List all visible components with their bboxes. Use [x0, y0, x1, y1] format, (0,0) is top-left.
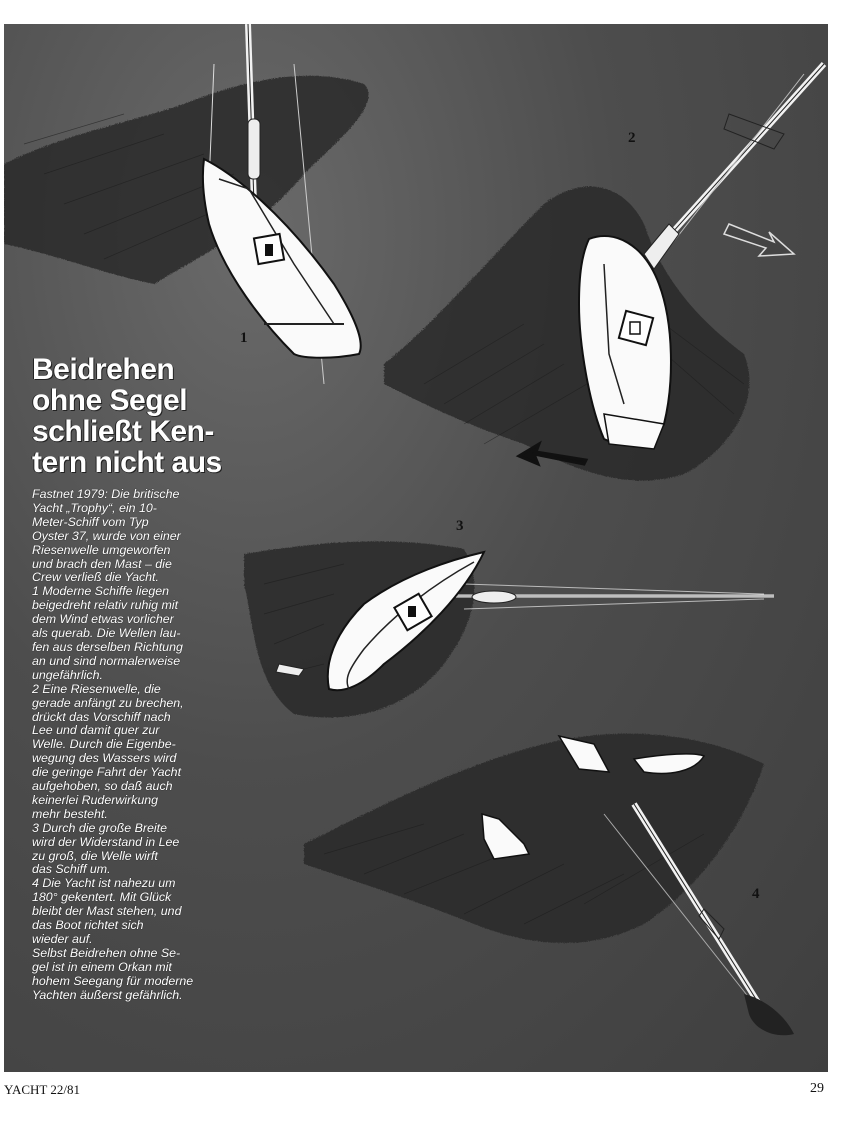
boat-2 — [515, 61, 827, 467]
illustration-panel: Beidrehen ohne Segel schließt Ken- tern … — [4, 24, 828, 1072]
headline-line: tern nicht aus — [32, 446, 222, 479]
body-line: dem Wind etwas vorlicher — [32, 612, 174, 627]
body-line: als querab. Die Wellen lau- — [32, 626, 181, 641]
body-line: 3 Durch die große Breite — [32, 820, 167, 835]
body-line: Lee und damit quer zur — [32, 723, 160, 738]
magazine-issue: YACHT 22/81 — [4, 1082, 80, 1097]
sailing-illustration — [4, 24, 827, 1036]
body-line: bleibt der Mast stehen, und — [32, 904, 182, 919]
body-line: wegung des Wassers wird — [32, 751, 177, 766]
body-line: wieder auf. — [32, 932, 93, 946]
body-line: fen aus derselben Richtung — [32, 639, 183, 654]
sea-hatching — [23, 113, 745, 925]
body-line: Meter-Schiff vom Typ — [32, 514, 149, 529]
body-line: gerade anfängt zu brechen, — [32, 695, 184, 710]
body-line: zu groß, die Welle wirft — [32, 848, 158, 863]
body-line: das Boot richtet sich — [32, 918, 144, 933]
figure-label-3: 3 — [456, 518, 464, 534]
body-line: das Schiff um. — [32, 862, 111, 877]
body-line: Yacht „Trophy“, ein 10- — [32, 500, 157, 515]
body-line: Selbst Beidrehen ohne Se- — [32, 945, 181, 960]
body-line: an und sind normalerweise — [32, 653, 181, 668]
body-line: Riesenwelle umgeworfen — [32, 542, 171, 557]
body-line: ungefährlich. — [32, 667, 103, 682]
body-line: und brach den Mast – die — [32, 556, 172, 571]
body-line: aufgehoben, so daß auch — [32, 779, 173, 794]
boat-3 — [275, 550, 774, 692]
body-line: Oyster 37, wurde von einer — [32, 528, 181, 543]
boat-4 — [481, 734, 794, 1036]
body-line: gel ist in einem Orkan mit — [32, 959, 172, 974]
body-line: die geringe Fahrt der Yacht — [32, 765, 182, 780]
body-line: keinerlei Ruderwirkung — [32, 792, 159, 807]
body-line: mehr besteht. — [32, 806, 108, 821]
body-line: Crew verließ die Yacht. — [32, 570, 159, 585]
body-line: Fastnet 1979: Die britische — [32, 487, 180, 501]
body-line: beigedreht relativ ruhig mit — [32, 598, 179, 613]
boat-1 — [201, 24, 362, 385]
body-line: 2 Eine Riesenwelle, die — [32, 681, 161, 696]
body-line: hohem Seegang für moderne — [32, 973, 194, 988]
figure-label-1: 1 — [240, 330, 248, 346]
body-line: 1 Moderne Schiffe liegen — [32, 584, 170, 599]
body-line: drückt das Vorschiff nach — [32, 709, 171, 724]
page-number: 29 — [810, 1081, 824, 1096]
figure-label-4: 4 — [752, 886, 760, 902]
body-line: wird der Widerstand in Lee — [32, 834, 180, 849]
figure-label-2: 2 — [628, 130, 636, 146]
body-line: 4 Die Yacht ist nahezu um — [32, 876, 176, 891]
body-line: 180° gekentert. Mit Glück — [32, 890, 172, 905]
headline-line: Beidrehen — [32, 353, 175, 386]
headline: Beidrehen ohne Segel schließt Ken- tern … — [32, 354, 252, 478]
body-line: Welle. Durch die Eigenbe- — [32, 737, 176, 752]
headline-line: schließt Ken- — [32, 415, 214, 448]
headline-line: ohne Segel — [32, 384, 188, 417]
body-line: Yachten äußerst gefährlich. — [32, 987, 183, 1002]
